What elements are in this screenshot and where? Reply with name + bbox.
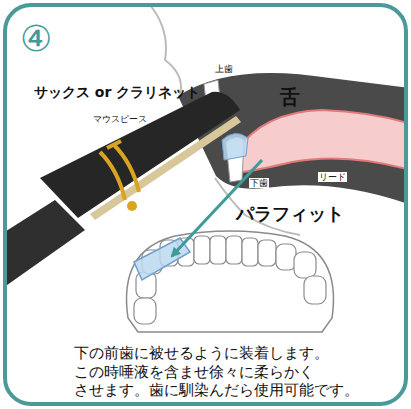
face-outline <box>150 5 181 95</box>
ligature <box>100 141 139 200</box>
instrument-label: サックス or クラリネット <box>34 84 200 100</box>
part-label: 舌 <box>280 86 300 109</box>
part-label: 下歯 <box>249 178 269 188</box>
product-label: パラフィット <box>236 204 344 225</box>
ligature-screw <box>127 201 137 211</box>
part-label: マウスピース <box>92 114 148 124</box>
caption-text: 下の前歯に被せるように装着します。 この時唾液を含ませ徐々に柔らかく させます。… <box>74 344 359 400</box>
mouthpiece <box>40 92 240 218</box>
paraffit-on-tooth <box>222 133 248 160</box>
part-label: リード <box>318 172 347 182</box>
frame <box>5 5 406 404</box>
part-label: 上歯 <box>214 64 234 74</box>
callout-number: ④ <box>20 18 52 59</box>
caption: 下の前歯に被せるように装着します。 この時唾液を含ませ徐々に柔らかく させます。… <box>74 344 374 400</box>
gum <box>127 231 334 332</box>
instrument-body <box>5 200 85 290</box>
teeth <box>134 236 326 324</box>
